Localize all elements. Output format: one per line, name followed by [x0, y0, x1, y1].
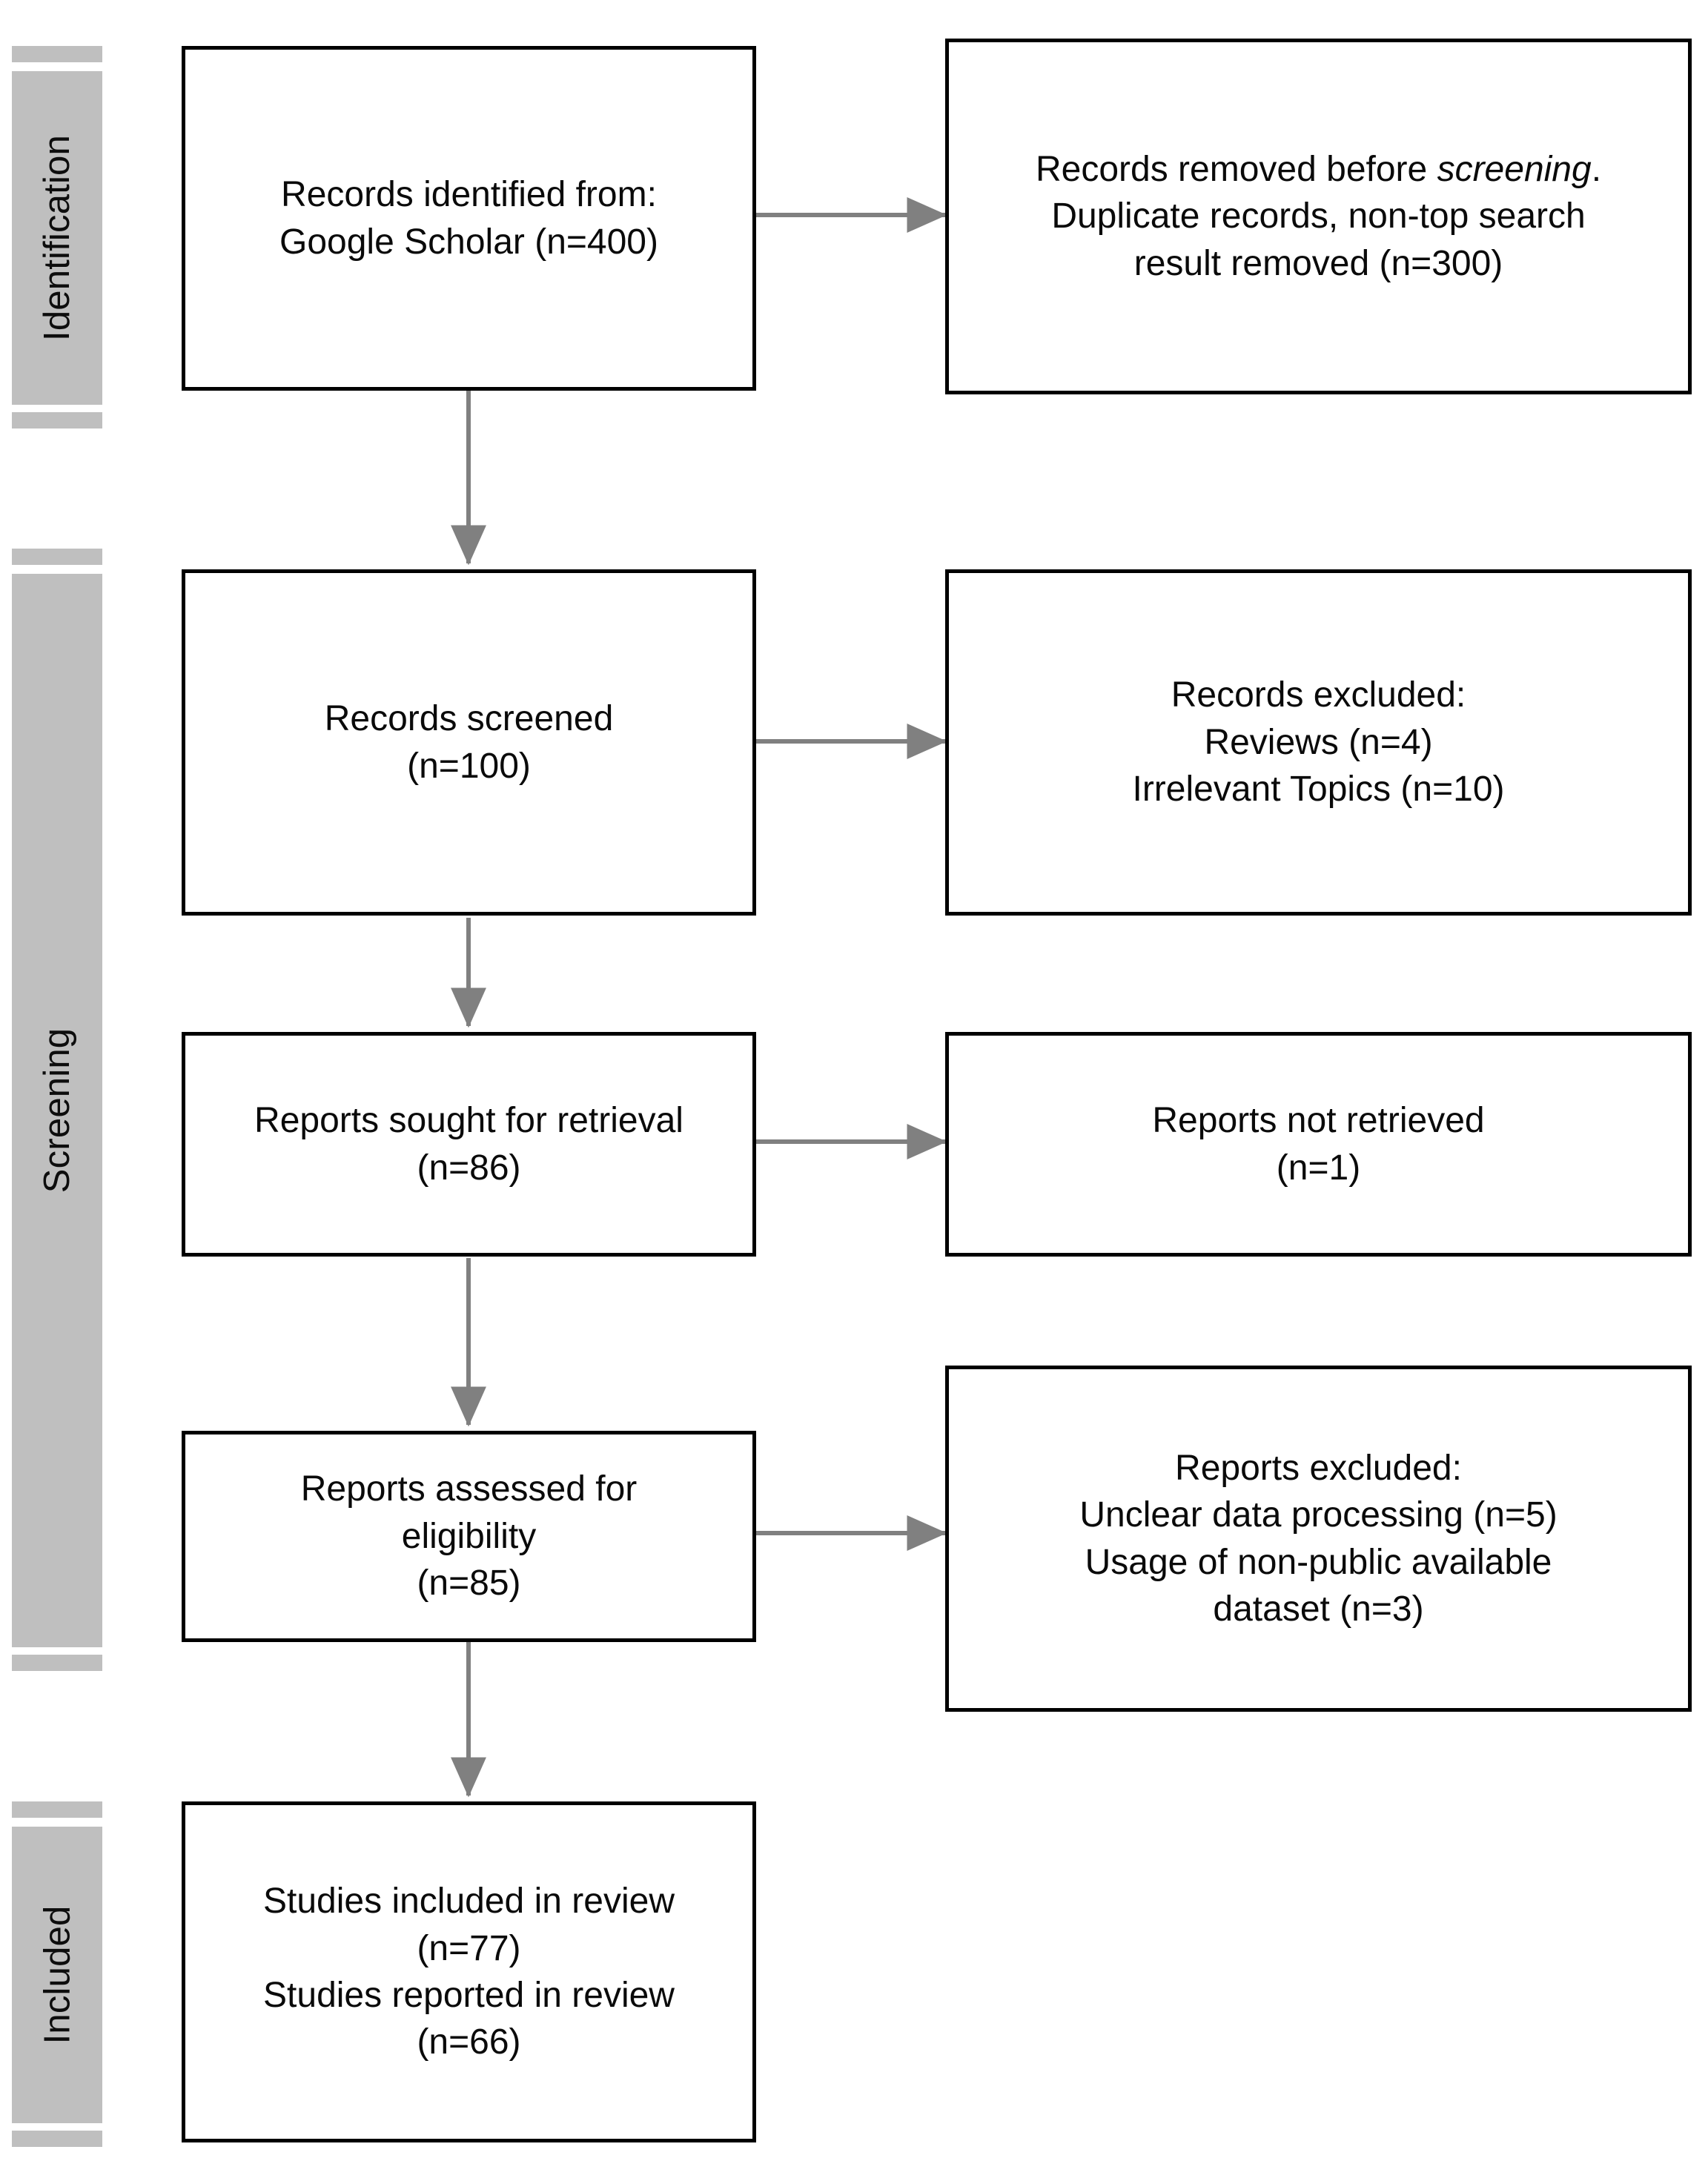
box-reports-not-retrieved[interactable]: Reports not retrieved (n=1): [945, 1032, 1692, 1257]
reports-not-retrieved-line2: (n=1): [1276, 1148, 1361, 1188]
records-excluded-line1: Records excluded:: [1171, 675, 1466, 715]
stage-bar-cap-identification-bottom: [12, 412, 102, 428]
reports-excluded-line2: Unclear data processing (n=5): [1079, 1495, 1558, 1535]
records-screened-line1: Records screened: [324, 699, 614, 739]
sidebar-stage-included: Included: [12, 1827, 102, 2123]
studies-included-line3: Studies reported in review: [263, 1976, 675, 2015]
box-reports-excluded-text: Reports excluded: Unclear data processing…: [1068, 1445, 1569, 1632]
reports-assessed-line3: (n=85): [417, 1563, 521, 1604]
reports-excluded-line1: Reports excluded:: [1175, 1448, 1462, 1488]
box-studies-included[interactable]: Studies included in review (n=77) Studies …: [182, 1801, 756, 2142]
box-reports-assessed-text: Reports assessed for eligibility (n=85): [289, 1466, 649, 1606]
stage-bar-cap-included-top: [12, 1801, 102, 1818]
records-removed-line1-pre: Records removed before: [1035, 149, 1437, 189]
box-records-screened[interactable]: Records screened (n=100): [182, 569, 756, 916]
box-records-identified-text: Records identified from: Google Scholar (…: [268, 171, 670, 265]
box-reports-assessed[interactable]: Reports assessed for eligibility (n=85): [182, 1431, 756, 1642]
records-removed-line2: Duplicate records, non-top search: [1051, 196, 1586, 236]
stage-bar-cap-screening-bottom: [12, 1655, 102, 1671]
studies-included-line1: Studies included in review: [263, 1882, 675, 1922]
records-screened-line2: (n=100): [407, 746, 531, 786]
box-studies-included-text: Studies included in review (n=77) Studies …: [251, 1878, 686, 2065]
records-excluded-line2: Reviews (n=4): [1204, 722, 1433, 762]
reports-not-retrieved-line1: Reports not retrieved: [1152, 1101, 1485, 1141]
reports-sought-line2: (n=86): [417, 1148, 521, 1188]
sidebar-stage-screening: Screening: [12, 574, 102, 1647]
box-records-removed-text: Records removed before screening.Duplica…: [1024, 146, 1613, 287]
sidebar-stage-identification: Identification: [12, 71, 102, 405]
stage-label-identification: Identification: [37, 135, 77, 341]
stage-label-included: Included: [37, 1905, 78, 2045]
studies-included-line4: (n=66): [417, 2022, 521, 2062]
records-excluded-line3: Irrelevant Topics (n=10): [1132, 770, 1505, 810]
reports-sought-line1: Reports sought for retrieval: [254, 1101, 683, 1141]
records-identified-line1: Records identified from:: [281, 175, 657, 215]
box-records-identified[interactable]: Records identified from: Google Scholar (…: [182, 46, 756, 391]
records-removed-line1-emphasis: screening: [1437, 149, 1592, 189]
box-reports-sought[interactable]: Reports sought for retrieval (n=86): [182, 1032, 756, 1257]
reports-assessed-line1: Reports assessed for: [300, 1469, 638, 1509]
box-records-excluded[interactable]: Records excluded: Reviews (n=4) Irrelevant…: [945, 569, 1692, 916]
box-records-removed[interactable]: Records removed before screening.Duplica…: [945, 39, 1692, 394]
reports-excluded-line3: Usage of non-public available: [1085, 1542, 1552, 1582]
stage-bar-cap-screening-top: [12, 549, 102, 565]
stage-bar-cap-identification-top: [12, 46, 102, 62]
records-removed-line3: result removed (n=300): [1133, 243, 1503, 283]
studies-included-line2: (n=77): [417, 1928, 521, 1968]
records-identified-line2: Google Scholar (n=400): [279, 222, 658, 262]
box-records-excluded-text: Records excluded: Reviews (n=4) Irrelevant…: [1120, 672, 1516, 813]
records-removed-line1-post: .: [1591, 149, 1602, 189]
box-reports-not-retrieved-text: Reports not retrieved (n=1): [1140, 1097, 1496, 1191]
reports-excluded-line4: dataset (n=3): [1213, 1589, 1424, 1629]
stage-bar-cap-included-bottom: [12, 2131, 102, 2147]
stage-label-screening: Screening: [37, 1027, 78, 1194]
reports-assessed-line2: eligibility: [401, 1516, 537, 1556]
box-reports-sought-text: Reports sought for retrieval (n=86): [242, 1097, 695, 1191]
box-records-screened-text: Records screened (n=100): [313, 695, 626, 790]
box-reports-excluded[interactable]: Reports excluded: Unclear data processing…: [945, 1366, 1692, 1712]
